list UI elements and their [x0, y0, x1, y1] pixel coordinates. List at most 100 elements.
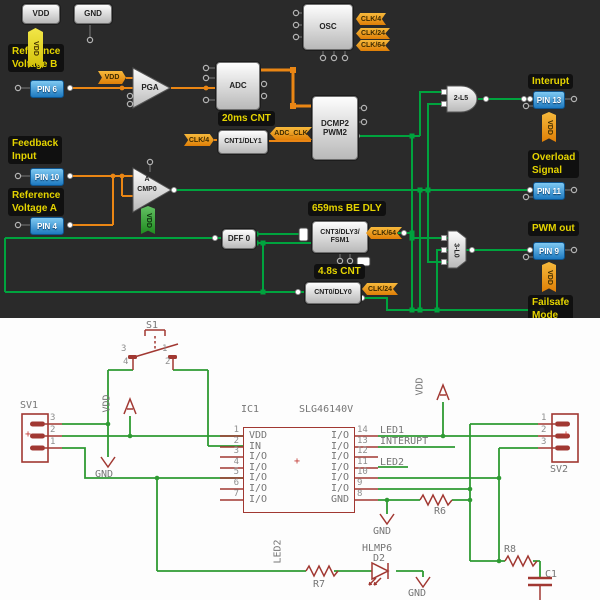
resistor-r7	[305, 564, 339, 578]
gnd-symbol-r6	[379, 513, 395, 526]
note-20ms-cnt[interactable]: 20ms CNT	[218, 111, 275, 126]
d2-value: HLMP6	[362, 543, 393, 554]
tag-adc-clk[interactable]: ADC_CLK	[270, 127, 312, 140]
tag-clk64-osc[interactable]: CLK/64	[356, 40, 390, 51]
gnd-label-d2: GND	[408, 588, 427, 599]
block-2l5-label[interactable]: 2-L5	[453, 95, 469, 102]
note-interupt[interactable]: Interupt	[528, 74, 574, 89]
ic1-refdes: IC1	[241, 404, 260, 415]
ic1-pin-label: I/O	[330, 472, 349, 483]
sv1-pin-number: 3	[50, 413, 56, 423]
block-cnt0-dly0[interactable]: CNT0/DLY0	[305, 282, 361, 304]
note-48s-cnt[interactable]: 4.8s CNT	[314, 264, 365, 279]
note-659ms-be-dly[interactable]: 659ms BE DLY	[308, 201, 386, 216]
tag-clk24-cnt0[interactable]: CLK/24	[362, 283, 398, 295]
s1-refdes: S1	[146, 320, 159, 331]
ic1-plus-mark: +	[294, 456, 301, 467]
block-gnd[interactable]: GND	[74, 4, 112, 24]
tag-clk64-cnt3[interactable]: CLK/64	[366, 227, 402, 239]
schematic-sheet: + S1 3 4 1 2 SV1 3 2 1 + SV2 1 2 3 + IC1…	[0, 318, 600, 600]
ic1-pin-label: VDD	[249, 430, 268, 441]
ic1-pin-label: I/O	[249, 494, 268, 505]
ic1-pin-number: 6	[233, 478, 239, 488]
s1-pin1-number: 1	[162, 344, 168, 354]
ic1-pin-label: I/O	[249, 451, 268, 462]
ic1-pin-label: I/O	[249, 483, 268, 494]
ic1-pin-label: I/O	[330, 441, 349, 452]
gnd-symbol-sv1	[100, 456, 116, 469]
vdd-label-sv2: VDD	[414, 377, 426, 396]
block-cnt1-dly1[interactable]: CNT1/DLY1	[218, 130, 268, 154]
block-dff0[interactable]: DFF 0	[222, 229, 256, 249]
tag-clk24-osc[interactable]: CLK/24	[356, 28, 390, 39]
sv2-plus-mark: +	[563, 429, 570, 440]
block-adc[interactable]: ADC	[216, 62, 260, 110]
gnd-label-r6: GND	[373, 526, 392, 537]
tag-vdd-pga[interactable]: VDD	[98, 71, 126, 84]
ic1-pin-number: 8	[357, 489, 363, 499]
net-label-led2: LED2	[380, 457, 405, 468]
block-vdd[interactable]: VDD	[22, 4, 60, 24]
tag-clk4-cnt1[interactable]: CLK/4	[184, 134, 214, 146]
led-d2	[368, 561, 390, 586]
pin-9[interactable]: PIN 9	[533, 242, 565, 260]
ic1-pin-number: 12	[357, 446, 368, 456]
note-pwm-out[interactable]: PWM out	[528, 221, 579, 236]
net-label-led1: LED1	[380, 425, 405, 436]
block-cmp0-label-a[interactable]: A	[144, 176, 150, 183]
s1-pin3-number: 3	[121, 344, 127, 354]
block-cnt3-dly3-fsm1[interactable]: CNT3/DLY3/FSM1	[312, 221, 368, 253]
pin-6[interactable]: PIN 6	[30, 80, 64, 98]
s1-pin4-number: 4	[123, 357, 129, 367]
net-label-interupt: INTERUPT	[380, 436, 429, 447]
ic1-pin-label: I/O	[330, 430, 349, 441]
tag-vdd-pin13[interactable]: VDD	[542, 112, 556, 142]
sv2-pin-number: 2	[541, 425, 547, 435]
sv2-pin-number: 1	[541, 413, 547, 423]
ic1-pin-number: 3	[233, 446, 239, 456]
c1-refdes: C1	[545, 569, 558, 580]
ic1-pin-number: 7	[233, 489, 239, 499]
connector-sv1	[21, 413, 62, 463]
block-3l0-label[interactable]: 3-L0	[453, 242, 460, 258]
ic1-pin-label: I/O	[330, 462, 349, 473]
ic1-pin-number: 5	[233, 467, 239, 477]
led2-net-label: LED2	[272, 539, 284, 564]
block-osc[interactable]: OSC	[303, 4, 353, 50]
r8-refdes: R8	[504, 544, 517, 555]
connector-sv2	[538, 413, 579, 463]
block-cmp0-label[interactable]: CMP0	[137, 186, 157, 193]
ic1-pin-label: I/O	[330, 483, 349, 494]
r7-refdes: R7	[313, 579, 326, 590]
vdd-symbol-s1	[123, 396, 137, 415]
tag-vdd-pin9[interactable]: VDD	[542, 262, 556, 292]
pin-10[interactable]: PIN 10	[30, 168, 64, 186]
sv1-refdes: SV1	[20, 400, 39, 411]
ic1-pin-number: 4	[233, 457, 239, 467]
sv1-pin-number: 1	[50, 437, 56, 447]
block-pga-label[interactable]: PGA	[141, 83, 159, 92]
pin-4[interactable]: PIN 4	[30, 217, 64, 235]
tag-vdd-cmp0[interactable]: VDD	[141, 206, 155, 234]
pin-13[interactable]: PIN 13	[533, 91, 565, 109]
sv1-pin-number: 2	[50, 425, 56, 435]
pin-11[interactable]: PIN 11	[533, 182, 565, 200]
gnd-label-sv1: GND	[95, 469, 114, 480]
ic1-pin-label: IN	[249, 441, 262, 452]
tag-clk4-osc[interactable]: CLK/4	[356, 13, 386, 25]
tag-vdd-yellow[interactable]: VDD	[28, 28, 43, 68]
ic1-pin-number: 10	[357, 467, 368, 477]
ic1-pin-number: 14	[357, 425, 368, 435]
resistor-r8	[504, 554, 538, 568]
capacitor-c1	[528, 576, 552, 600]
designer-wiring	[4, 9, 578, 313]
sv2-refdes: SV2	[550, 464, 569, 475]
ic1-value: SLG46140V	[299, 404, 354, 415]
ic1-pin-label: I/O	[249, 462, 268, 473]
